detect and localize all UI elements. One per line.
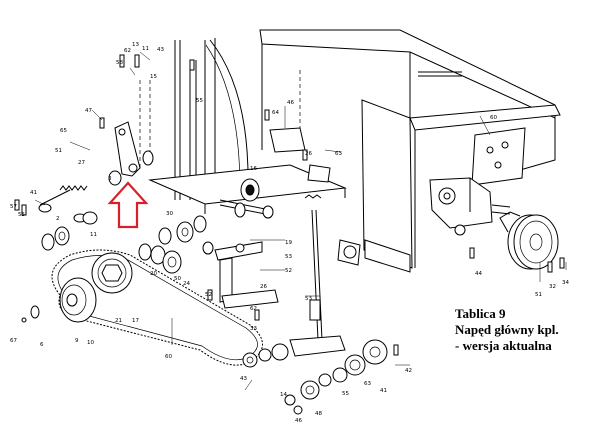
callout-label: 27 bbox=[78, 160, 85, 166]
callout-label: 58 bbox=[116, 60, 123, 66]
main-frame bbox=[139, 29, 561, 273]
vertical-tensioner bbox=[289, 194, 346, 357]
callout-label: 9 bbox=[75, 338, 79, 344]
callout-label: 46 bbox=[295, 418, 302, 424]
caption-title: Tablica 9 bbox=[455, 306, 506, 321]
callout-labels: 13 11 62 43 58 15 47 65 51 27 3 41 57 55… bbox=[10, 42, 569, 424]
callout-label: 55 bbox=[196, 98, 203, 104]
washers-left bbox=[21, 305, 40, 323]
leader-lines bbox=[34, 51, 567, 391]
callout-label: 24 bbox=[183, 281, 190, 287]
callout-label: 64 bbox=[272, 110, 279, 116]
callout-label: 42 bbox=[405, 368, 412, 374]
bearing-row bbox=[41, 215, 214, 274]
callout-label: 6 bbox=[40, 342, 44, 348]
up-arrow-icon bbox=[107, 181, 149, 229]
callout-label: 62 bbox=[250, 306, 257, 312]
callout-label: 60 bbox=[165, 354, 172, 360]
callout-label: 34 bbox=[562, 280, 569, 286]
lower-sprocket-cluster bbox=[242, 339, 388, 415]
diagram-caption: Tablica 9 Napęd główny kpl. - wersja akt… bbox=[455, 306, 559, 353]
callout-label: 55 bbox=[342, 391, 349, 397]
callout-label: 10 bbox=[87, 340, 94, 346]
callout-label: 19 bbox=[285, 240, 292, 246]
callout-label: 47 bbox=[85, 108, 92, 114]
callout-label: 53 bbox=[305, 296, 312, 302]
v-belt-pulley bbox=[499, 211, 559, 270]
callout-label: 43 bbox=[240, 376, 247, 382]
callout-label: 62 bbox=[124, 48, 131, 54]
callout-label: 63 bbox=[335, 151, 342, 157]
callout-label: 11 bbox=[142, 46, 149, 52]
callout-label: 50 bbox=[174, 276, 181, 282]
callout-label: 57 bbox=[10, 204, 17, 210]
callout-label: 63 bbox=[364, 381, 371, 387]
clutch-hub bbox=[59, 277, 97, 323]
callout-label: 20 bbox=[150, 271, 157, 277]
gearbox bbox=[429, 177, 511, 236]
callout-label: 41 bbox=[30, 190, 37, 196]
callout-label: 15 bbox=[150, 74, 157, 80]
callout-label: 21 bbox=[115, 318, 122, 324]
callout-label: 30 bbox=[166, 211, 173, 217]
callout-label: 13 bbox=[132, 42, 139, 48]
callout-label: 26 bbox=[305, 151, 312, 157]
callout-label: 14 bbox=[280, 392, 287, 398]
right-bracket bbox=[471, 127, 526, 186]
callout-label: 55 bbox=[18, 212, 25, 218]
callout-label: 41 bbox=[380, 388, 387, 394]
callout-label: 51 bbox=[55, 148, 62, 154]
callout-label: 60 bbox=[490, 115, 497, 121]
callout-label: 33 bbox=[250, 326, 257, 332]
callout-label: 17 bbox=[132, 318, 139, 324]
callout-label: 16 bbox=[250, 166, 257, 172]
chain-guide bbox=[269, 127, 361, 266]
center-shaft bbox=[219, 178, 274, 219]
callout-label: 53 bbox=[285, 254, 292, 260]
callout-label: 48 bbox=[315, 411, 322, 417]
callout-label: 26 bbox=[260, 284, 267, 290]
fasteners bbox=[14, 54, 565, 356]
callout-label: 52 bbox=[205, 292, 212, 298]
callout-label: 43 bbox=[157, 47, 164, 53]
callout-label: 2 bbox=[56, 216, 60, 222]
callout-label: 44 bbox=[475, 271, 482, 277]
tension-lever bbox=[108, 121, 154, 186]
caption-subtitle: Napęd główny kpl. bbox=[455, 322, 559, 337]
callout-label: 32 bbox=[549, 284, 556, 290]
caption-version: - wersja aktualna bbox=[455, 338, 552, 353]
callout-label: 52 bbox=[285, 268, 292, 274]
callout-label: 65 bbox=[60, 128, 67, 134]
drive-sprocket bbox=[91, 252, 133, 294]
callout-label: 51 bbox=[535, 292, 542, 298]
callout-label: 3 bbox=[108, 176, 112, 182]
tension-spring bbox=[38, 185, 98, 225]
callout-label: 11 bbox=[90, 232, 97, 238]
callout-label: 46 bbox=[287, 100, 294, 106]
idler-arm bbox=[214, 241, 279, 309]
callout-label: 67 bbox=[10, 338, 17, 344]
